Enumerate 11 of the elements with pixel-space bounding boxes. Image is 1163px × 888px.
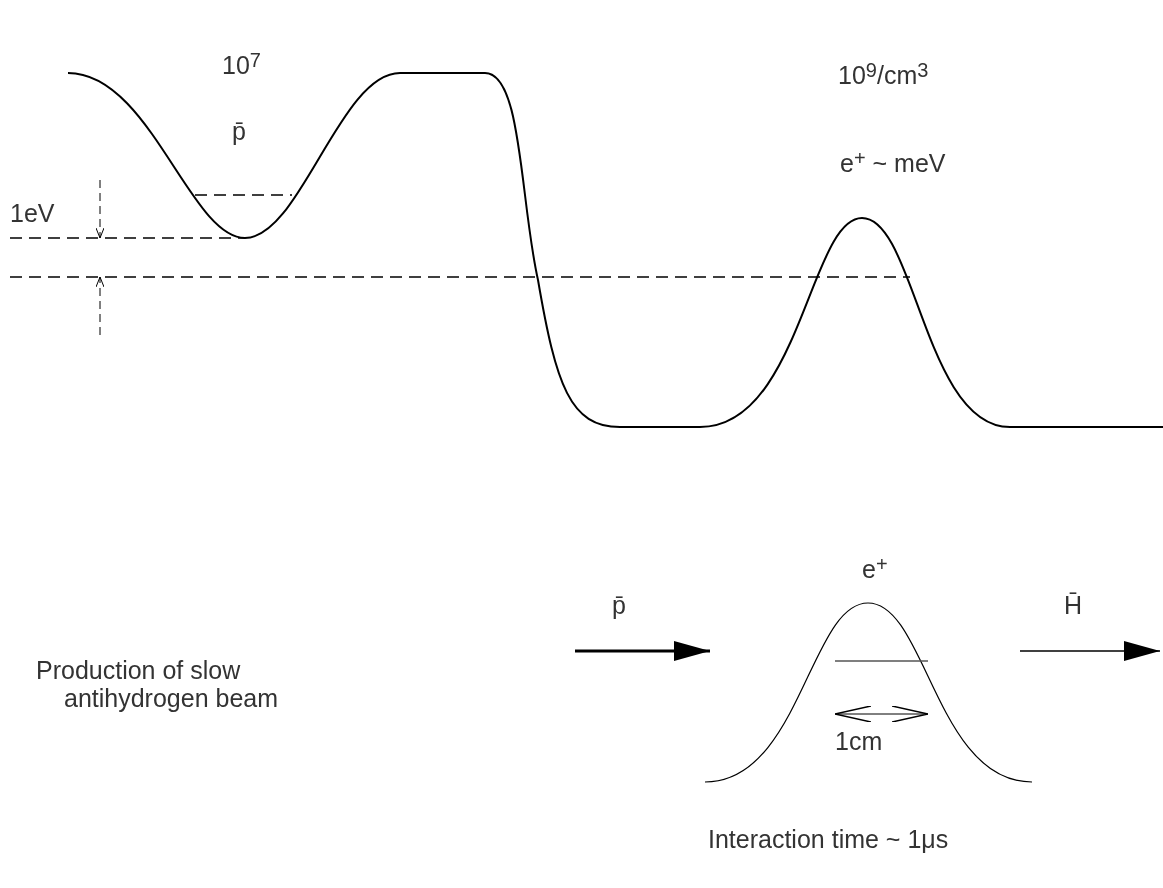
particle-label: H̄ — [1064, 592, 1083, 620]
energy-label: 1eV — [10, 200, 55, 228]
caption-text: Production of slow antihydrogen beam — [36, 657, 280, 712]
note-text: Interaction time ~ 1μs — [708, 826, 949, 854]
count-label: 10$^{7}$ — [222, 52, 261, 80]
density-label: 10$^{9}$/cm$^{3}$ — [838, 62, 929, 90]
particle-label: p̄ — [612, 592, 626, 620]
particle-label: p̄ — [232, 118, 246, 146]
particle-label: e$^{+}$ ~ meV — [840, 150, 946, 178]
particle-label: e$^{+}$ — [862, 556, 888, 584]
dimension-label: 1cm — [835, 728, 883, 756]
